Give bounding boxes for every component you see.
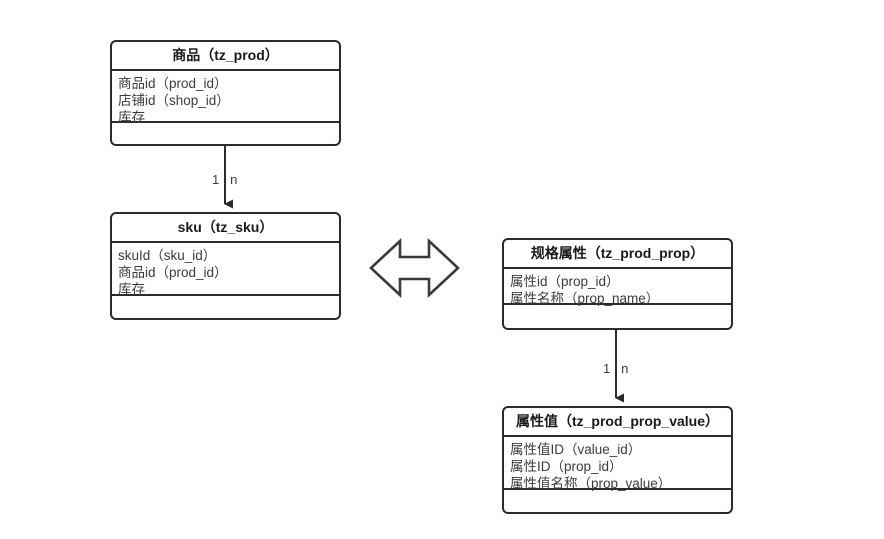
entity-tz-sku[interactable]: sku（tz_sku） skuId（sku_id） 商品id（prod_id） …: [110, 212, 341, 320]
attribute-row: 库存: [118, 110, 145, 125]
entity-title-tz-prod-prop: 规格属性（tz_prod_prop）: [504, 240, 731, 269]
attribute-row: 店铺id（shop_id）: [118, 93, 230, 108]
attribute-row: 商品id（prod_id）: [118, 265, 228, 280]
relation-label-prop-to-prop-value: 1 : n: [603, 361, 629, 376]
entity-methods-tz-prod: [112, 123, 339, 144]
relation-label-prod-to-sku: 1 : n: [212, 172, 238, 187]
entity-methods-tz-prod-prop: [504, 305, 731, 328]
entity-attributes-tz-prod-prop-value: 属性值ID（value_id） 属性ID（prop_id） 属性值名称（prop…: [504, 437, 731, 491]
entity-attributes-tz-prod-prop: 属性id（prop_id） 属性名称（prop_name）: [504, 269, 731, 306]
entity-tz-prod-prop[interactable]: 规格属性（tz_prod_prop） 属性id（prop_id） 属性名称（pr…: [502, 238, 733, 330]
entity-title-tz-prod-prop-value: 属性值（tz_prod_prop_value）: [504, 408, 731, 437]
attribute-row: 属性名称（prop_name）: [510, 291, 660, 306]
entity-title-tz-prod: 商品（tz_prod）: [112, 42, 339, 71]
entity-tz-prod[interactable]: 商品（tz_prod） 商品id（prod_id） 店铺id（shop_id） …: [110, 40, 341, 146]
attribute-row: skuId（sku_id）: [118, 248, 217, 263]
attribute-row: 商品id（prod_id）: [118, 76, 228, 91]
entity-tz-prod-prop-value[interactable]: 属性值（tz_prod_prop_value） 属性值ID（value_id） …: [502, 406, 733, 514]
attribute-row: 库存: [118, 282, 145, 297]
attribute-row: 属性ID（prop_id）: [510, 459, 623, 474]
entity-methods-tz-prod-prop-value: [504, 490, 731, 512]
attribute-row: 属性id（prop_id）: [510, 274, 620, 289]
attribute-row: 属性值名称（prop_value）: [510, 476, 672, 491]
entity-attributes-tz-prod: 商品id（prod_id） 店铺id（shop_id） 库存: [112, 71, 339, 125]
entity-methods-tz-sku: [112, 296, 339, 318]
entity-attributes-tz-sku: skuId（sku_id） 商品id（prod_id） 库存: [112, 243, 339, 297]
attribute-row: 属性值ID（value_id）: [510, 442, 642, 457]
entity-title-tz-sku: sku（tz_sku）: [112, 214, 339, 243]
bidirectional-arrow-icon: [369, 238, 460, 298]
